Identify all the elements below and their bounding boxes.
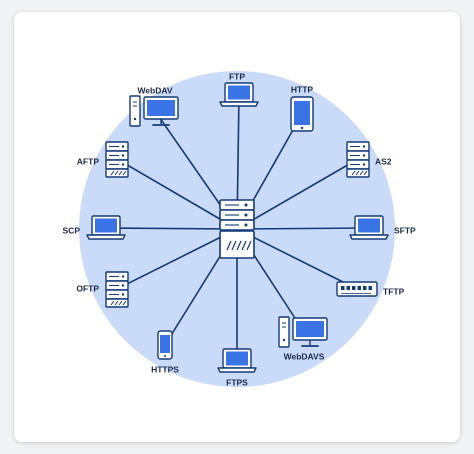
link-line-scp (105, 227, 238, 230)
link-line-tftp (236, 228, 358, 290)
node-ftps: FTPS (217, 348, 257, 387)
server-icon (105, 141, 129, 178)
node-https: HTTPS (151, 330, 179, 374)
label-aftp: AFTP (77, 156, 100, 166)
server-icon (105, 271, 129, 308)
laptop-icon (217, 348, 257, 373)
node-ftp: FTP (219, 71, 259, 107)
laptop-icon (219, 82, 259, 107)
label-scp: SCP (63, 225, 81, 235)
label-oftp: OFTP (76, 283, 99, 293)
node-http: HTTP (290, 84, 314, 132)
label-webdavs: WebDAVS (284, 351, 325, 361)
network-switch-icon (336, 281, 378, 297)
server-icon (346, 141, 370, 178)
node-as2: AS2 (346, 141, 392, 178)
link-line-as2 (236, 158, 359, 230)
node-webdavs: WebDAVS (278, 316, 328, 361)
node-oftp: OFTP (76, 271, 129, 308)
link-line-sftp (236, 227, 370, 230)
label-webdav: WebDAV (137, 85, 172, 95)
desktop-computer-icon (278, 316, 328, 348)
smartphone-icon (157, 330, 173, 360)
laptop-icon (349, 215, 389, 240)
label-sftp: SFTP (394, 225, 416, 235)
label-https: HTTPS (151, 364, 179, 374)
link-line-aftp (116, 158, 238, 230)
desktop-computer-icon (129, 95, 179, 127)
node-sftp: SFTP (349, 215, 416, 240)
central-server-icon (219, 199, 255, 259)
label-tftp: TFTP (383, 286, 405, 296)
protocol-nodes: FTP HTTP AS2 SFTP TFTP WebDAVS FTPS HTT (63, 71, 417, 387)
label-http: HTTP (291, 84, 314, 94)
link-line-oftp (116, 228, 238, 290)
node-tftp: TFTP (336, 281, 405, 297)
node-scp: SCP (63, 215, 126, 240)
label-ftp: FTP (229, 71, 245, 81)
label-as2: AS2 (375, 156, 392, 166)
label-ftps: FTPS (226, 377, 248, 387)
laptop-icon (86, 215, 126, 240)
node-webdav: WebDAV (129, 85, 179, 127)
connection-lines (105, 94, 370, 361)
node-aftp: AFTP (77, 141, 129, 178)
tablet-icon (290, 96, 314, 132)
